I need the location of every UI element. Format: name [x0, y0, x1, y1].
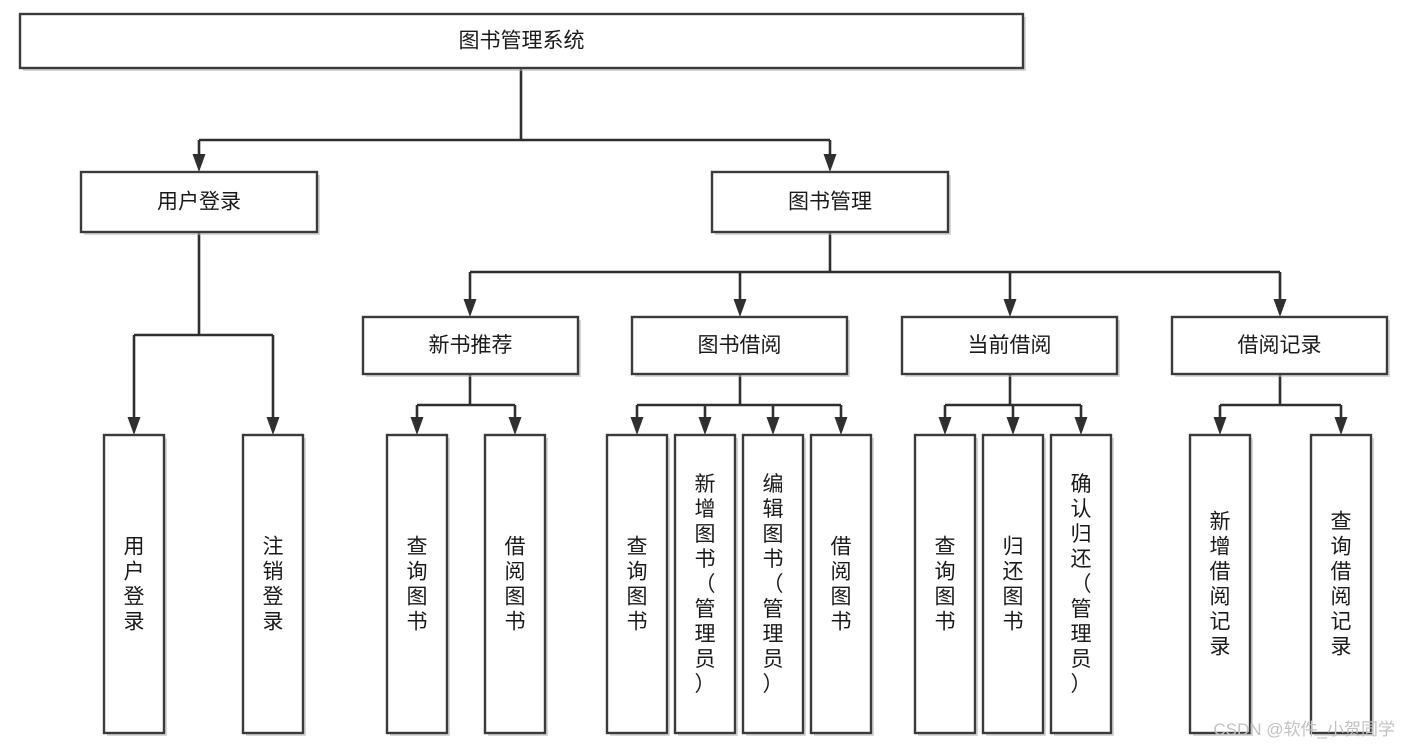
edge-group	[415, 374, 517, 417]
arrow-head	[834, 417, 848, 435]
node-box[interactable]	[913, 433, 977, 735]
node-book-manage[interactable]: 图书管理	[710, 170, 951, 235]
node-box[interactable]	[361, 315, 580, 376]
node-box[interactable]	[18, 12, 1025, 70]
node-box[interactable]	[385, 433, 449, 735]
node-leaf-record-query[interactable]: 查询借阅记录	[1309, 433, 1374, 736]
node-label: 图书管理系统	[459, 30, 585, 53]
node-leaf-current-confirm-return[interactable]: 确认归还（管理员）	[1049, 433, 1114, 736]
arrow-head	[938, 417, 952, 435]
node-leaf-borrow-query-book[interactable]: 查询图书	[605, 433, 670, 736]
node-box[interactable]	[1170, 315, 1389, 376]
node-leaf-rec-borrow-book[interactable]: 借阅图书	[483, 433, 548, 736]
node-label: 查询图书	[627, 536, 648, 634]
node-box[interactable]	[630, 315, 849, 376]
arrow-head	[823, 154, 837, 172]
node-label: 用户登录	[157, 191, 241, 214]
node-label: 用户登录	[124, 536, 145, 634]
edge-group	[468, 232, 1282, 299]
node-leaf-borrow-borrow-book[interactable]: 借阅图书	[809, 433, 874, 736]
node-leaf-record-add[interactable]: 新增借阅记录	[1188, 433, 1253, 736]
node-box[interactable]	[102, 433, 166, 735]
node-leaf-current-query-book[interactable]: 查询图书	[913, 433, 978, 736]
node-box[interactable]	[981, 433, 1045, 735]
arrow-head	[1003, 299, 1017, 317]
node-leaf-borrow-edit-book[interactable]: 编辑图书（管理员）	[741, 433, 806, 736]
node-leaf-user-logout[interactable]: 注销登录	[241, 433, 306, 736]
arrow-head	[1213, 417, 1227, 435]
node-box[interactable]	[79, 170, 319, 234]
node-label: 查询借阅记录	[1331, 511, 1352, 659]
node-label: 归还图书	[1003, 536, 1024, 634]
edge-group	[197, 68, 832, 154]
node-root-system[interactable]: 图书管理系统	[18, 12, 1026, 71]
watermark-label: CSDN @软件_小贺同学	[1213, 720, 1395, 739]
node-label: 借阅记录	[1238, 334, 1322, 357]
node-label: 新增图书（管理员）	[695, 473, 716, 696]
node-box[interactable]	[1049, 433, 1113, 735]
connector-layer	[127, 68, 1348, 435]
node-label: 当前借阅	[968, 334, 1052, 357]
node-label: 新增借阅记录	[1210, 511, 1231, 659]
node-label: 图书借阅	[698, 334, 782, 357]
node-label: 借阅图书	[505, 536, 526, 634]
node-leaf-borrow-add-book[interactable]: 新增图书（管理员）	[673, 433, 738, 736]
arrow-head	[1273, 299, 1287, 317]
arrow-head	[698, 417, 712, 435]
node-label: 借阅图书	[831, 536, 852, 634]
node-box[interactable]	[241, 433, 305, 735]
node-box[interactable]	[1309, 433, 1373, 735]
node-box[interactable]	[483, 433, 547, 735]
node-box[interactable]	[710, 170, 950, 234]
node-label: 查询图书	[407, 536, 428, 634]
node-label: 确认归还（管理员）	[1071, 473, 1092, 696]
node-user-login[interactable]: 用户登录	[79, 170, 320, 235]
edge-group	[132, 232, 275, 417]
arrow-head	[733, 299, 747, 317]
node-label: 查询图书	[935, 536, 956, 634]
arrow-head	[1074, 417, 1088, 435]
node-label: 编辑图书（管理员）	[763, 473, 784, 696]
arrow-head	[766, 417, 780, 435]
arrow-head	[1006, 417, 1020, 435]
arrow-head	[127, 417, 141, 435]
arrow-head	[508, 417, 522, 435]
node-box[interactable]	[605, 433, 669, 735]
node-box[interactable]	[1188, 433, 1252, 735]
node-box[interactable]	[741, 433, 805, 735]
node-box[interactable]	[809, 433, 873, 735]
node-book-borrow[interactable]: 图书借阅	[630, 315, 850, 377]
arrow-head	[266, 417, 280, 435]
node-leaf-user-login[interactable]: 用户登录	[102, 433, 167, 736]
node-label: 新书推荐	[429, 334, 513, 357]
node-label: 注销登录	[263, 536, 284, 634]
edge-group	[943, 374, 1083, 417]
node-leaf-current-return-book[interactable]: 归还图书	[981, 433, 1046, 736]
arrow-head	[410, 417, 424, 435]
arrow-head	[192, 154, 206, 172]
node-new-book-recommend[interactable]: 新书推荐	[361, 315, 581, 377]
node-current-borrow[interactable]: 当前借阅	[900, 315, 1120, 377]
node-layer: 图书管理系统用户登录图书管理新书推荐图书借阅当前借阅借阅记录用户登录注销登录查询…	[18, 12, 1390, 736]
node-leaf-rec-query-book[interactable]: 查询图书	[385, 433, 450, 736]
node-box[interactable]	[900, 315, 1119, 376]
node-label: 图书管理	[788, 191, 872, 214]
arrow-head	[630, 417, 644, 435]
node-borrow-record[interactable]: 借阅记录	[1170, 315, 1390, 377]
arrow-head	[1334, 417, 1348, 435]
edge-group	[635, 374, 843, 417]
arrow-head	[463, 299, 477, 317]
edge-group	[1218, 374, 1343, 417]
node-box[interactable]	[673, 433, 737, 735]
